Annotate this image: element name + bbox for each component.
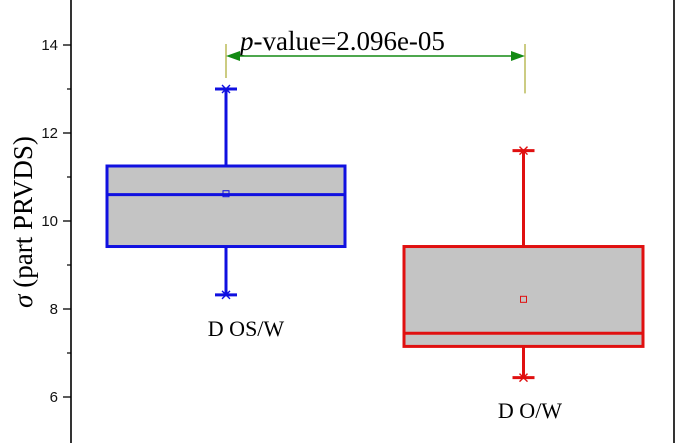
min-marker (221, 290, 231, 300)
p-value-text: -value=2.096e-05 (254, 26, 445, 56)
p-value-annotation: p-value=2.096e-05 (225, 26, 526, 94)
min-marker (519, 373, 528, 383)
y-axis-label-text: (part PRVDS) (8, 136, 38, 294)
box-group-2: D O/W (402, 146, 645, 423)
max-marker (221, 84, 231, 94)
y-axis-label: σ (part PRVDS) (8, 136, 38, 308)
y-tick-label: 8 (50, 301, 58, 318)
arrow-head-right (511, 51, 525, 61)
p-value-p: p (238, 26, 254, 56)
mean-marker (222, 190, 230, 198)
y-axis-label-symbol: σ (8, 293, 38, 308)
y-tick-label: 14 (41, 37, 58, 54)
iqr-box (105, 164, 347, 249)
y-tick-label: 6 (50, 389, 58, 406)
p-value-label: p-value=2.096e-05 (238, 26, 445, 56)
mean-marker (520, 295, 527, 303)
box-group-1: D OS/W (105, 84, 347, 341)
max-marker (519, 146, 528, 156)
boxes: D OS/W D O/W (105, 84, 645, 423)
category-label: D OS/W (208, 316, 285, 341)
y-tick-label: 12 (41, 125, 58, 142)
category-label: D O/W (498, 398, 562, 423)
arrow-head-left (226, 51, 240, 61)
y-tick-label: 10 (41, 213, 58, 230)
y-ticks: 6 8 10 12 14 (41, 37, 71, 406)
